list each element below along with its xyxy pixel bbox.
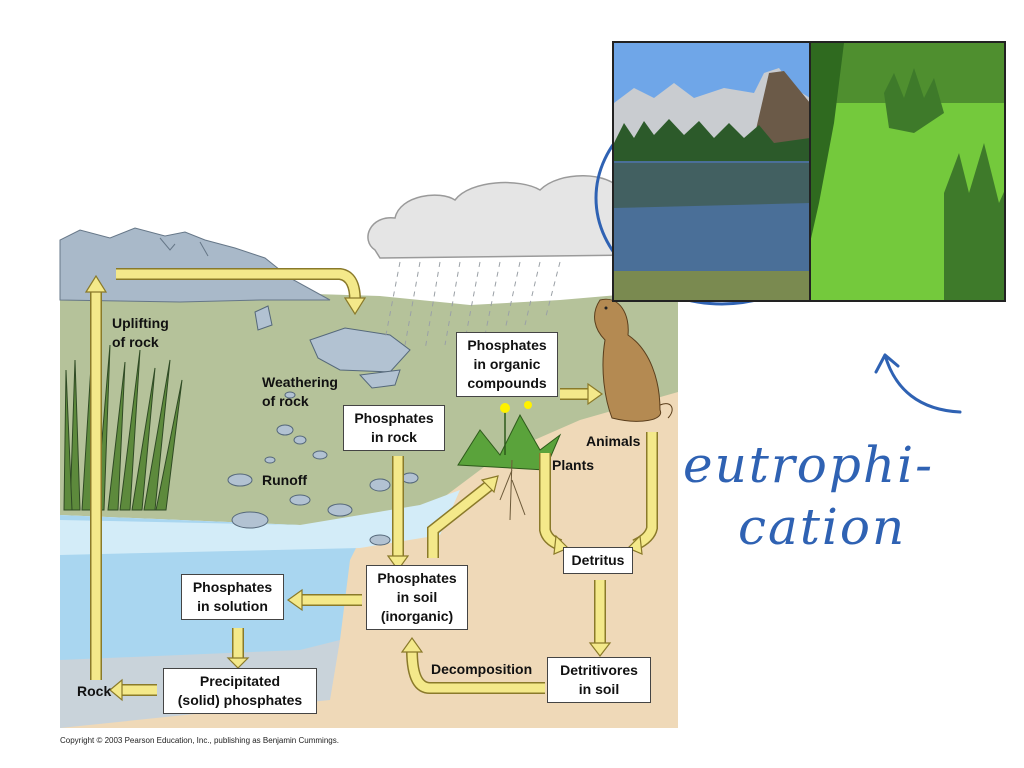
weathered-rocks xyxy=(227,305,419,546)
label-weathering-of-rock: Weathering of rock xyxy=(262,374,338,409)
label-decomposition: Decomposition xyxy=(431,661,533,677)
rain xyxy=(384,261,561,351)
copyright-notice: Copyright © 2003 Pearson Education, Inc.… xyxy=(60,736,339,745)
box-detritus: Detritus xyxy=(563,547,633,574)
ground-squirrel xyxy=(594,298,673,422)
box-precipitated-phosphates: Precipitated (solid) phosphates xyxy=(163,668,317,714)
handwritten-cation: cation xyxy=(738,498,907,556)
label-runoff: Runoff xyxy=(262,472,308,488)
lake-comparison-photos xyxy=(614,43,1004,300)
stream xyxy=(60,490,460,555)
handwritten-arrow xyxy=(874,353,962,414)
reeds xyxy=(63,344,183,511)
lake-photos xyxy=(612,41,1006,302)
label-uplifting-of-rock: Uplifting of rock xyxy=(112,315,169,350)
box-phosphates-in-organic-compounds: Phosphates in organic compounds xyxy=(456,332,558,397)
box-phosphates-in-soil: Phosphates in soil (inorganic) xyxy=(366,565,468,630)
arrow-heads xyxy=(84,274,643,702)
label-rock: Rock xyxy=(77,683,112,699)
label-animals: Animals xyxy=(586,433,641,449)
box-phosphates-in-rock: Phosphates in rock xyxy=(343,405,445,451)
dandelion-plant xyxy=(457,401,562,521)
mountains xyxy=(59,227,331,303)
handwritten-eutrophi: eutrophi- xyxy=(683,436,934,494)
label-plants: Plants xyxy=(552,457,595,473)
box-detritivores-in-soil: Detritivores in soil xyxy=(547,657,651,703)
box-phosphates-in-solution: Phosphates in solution xyxy=(181,574,284,620)
